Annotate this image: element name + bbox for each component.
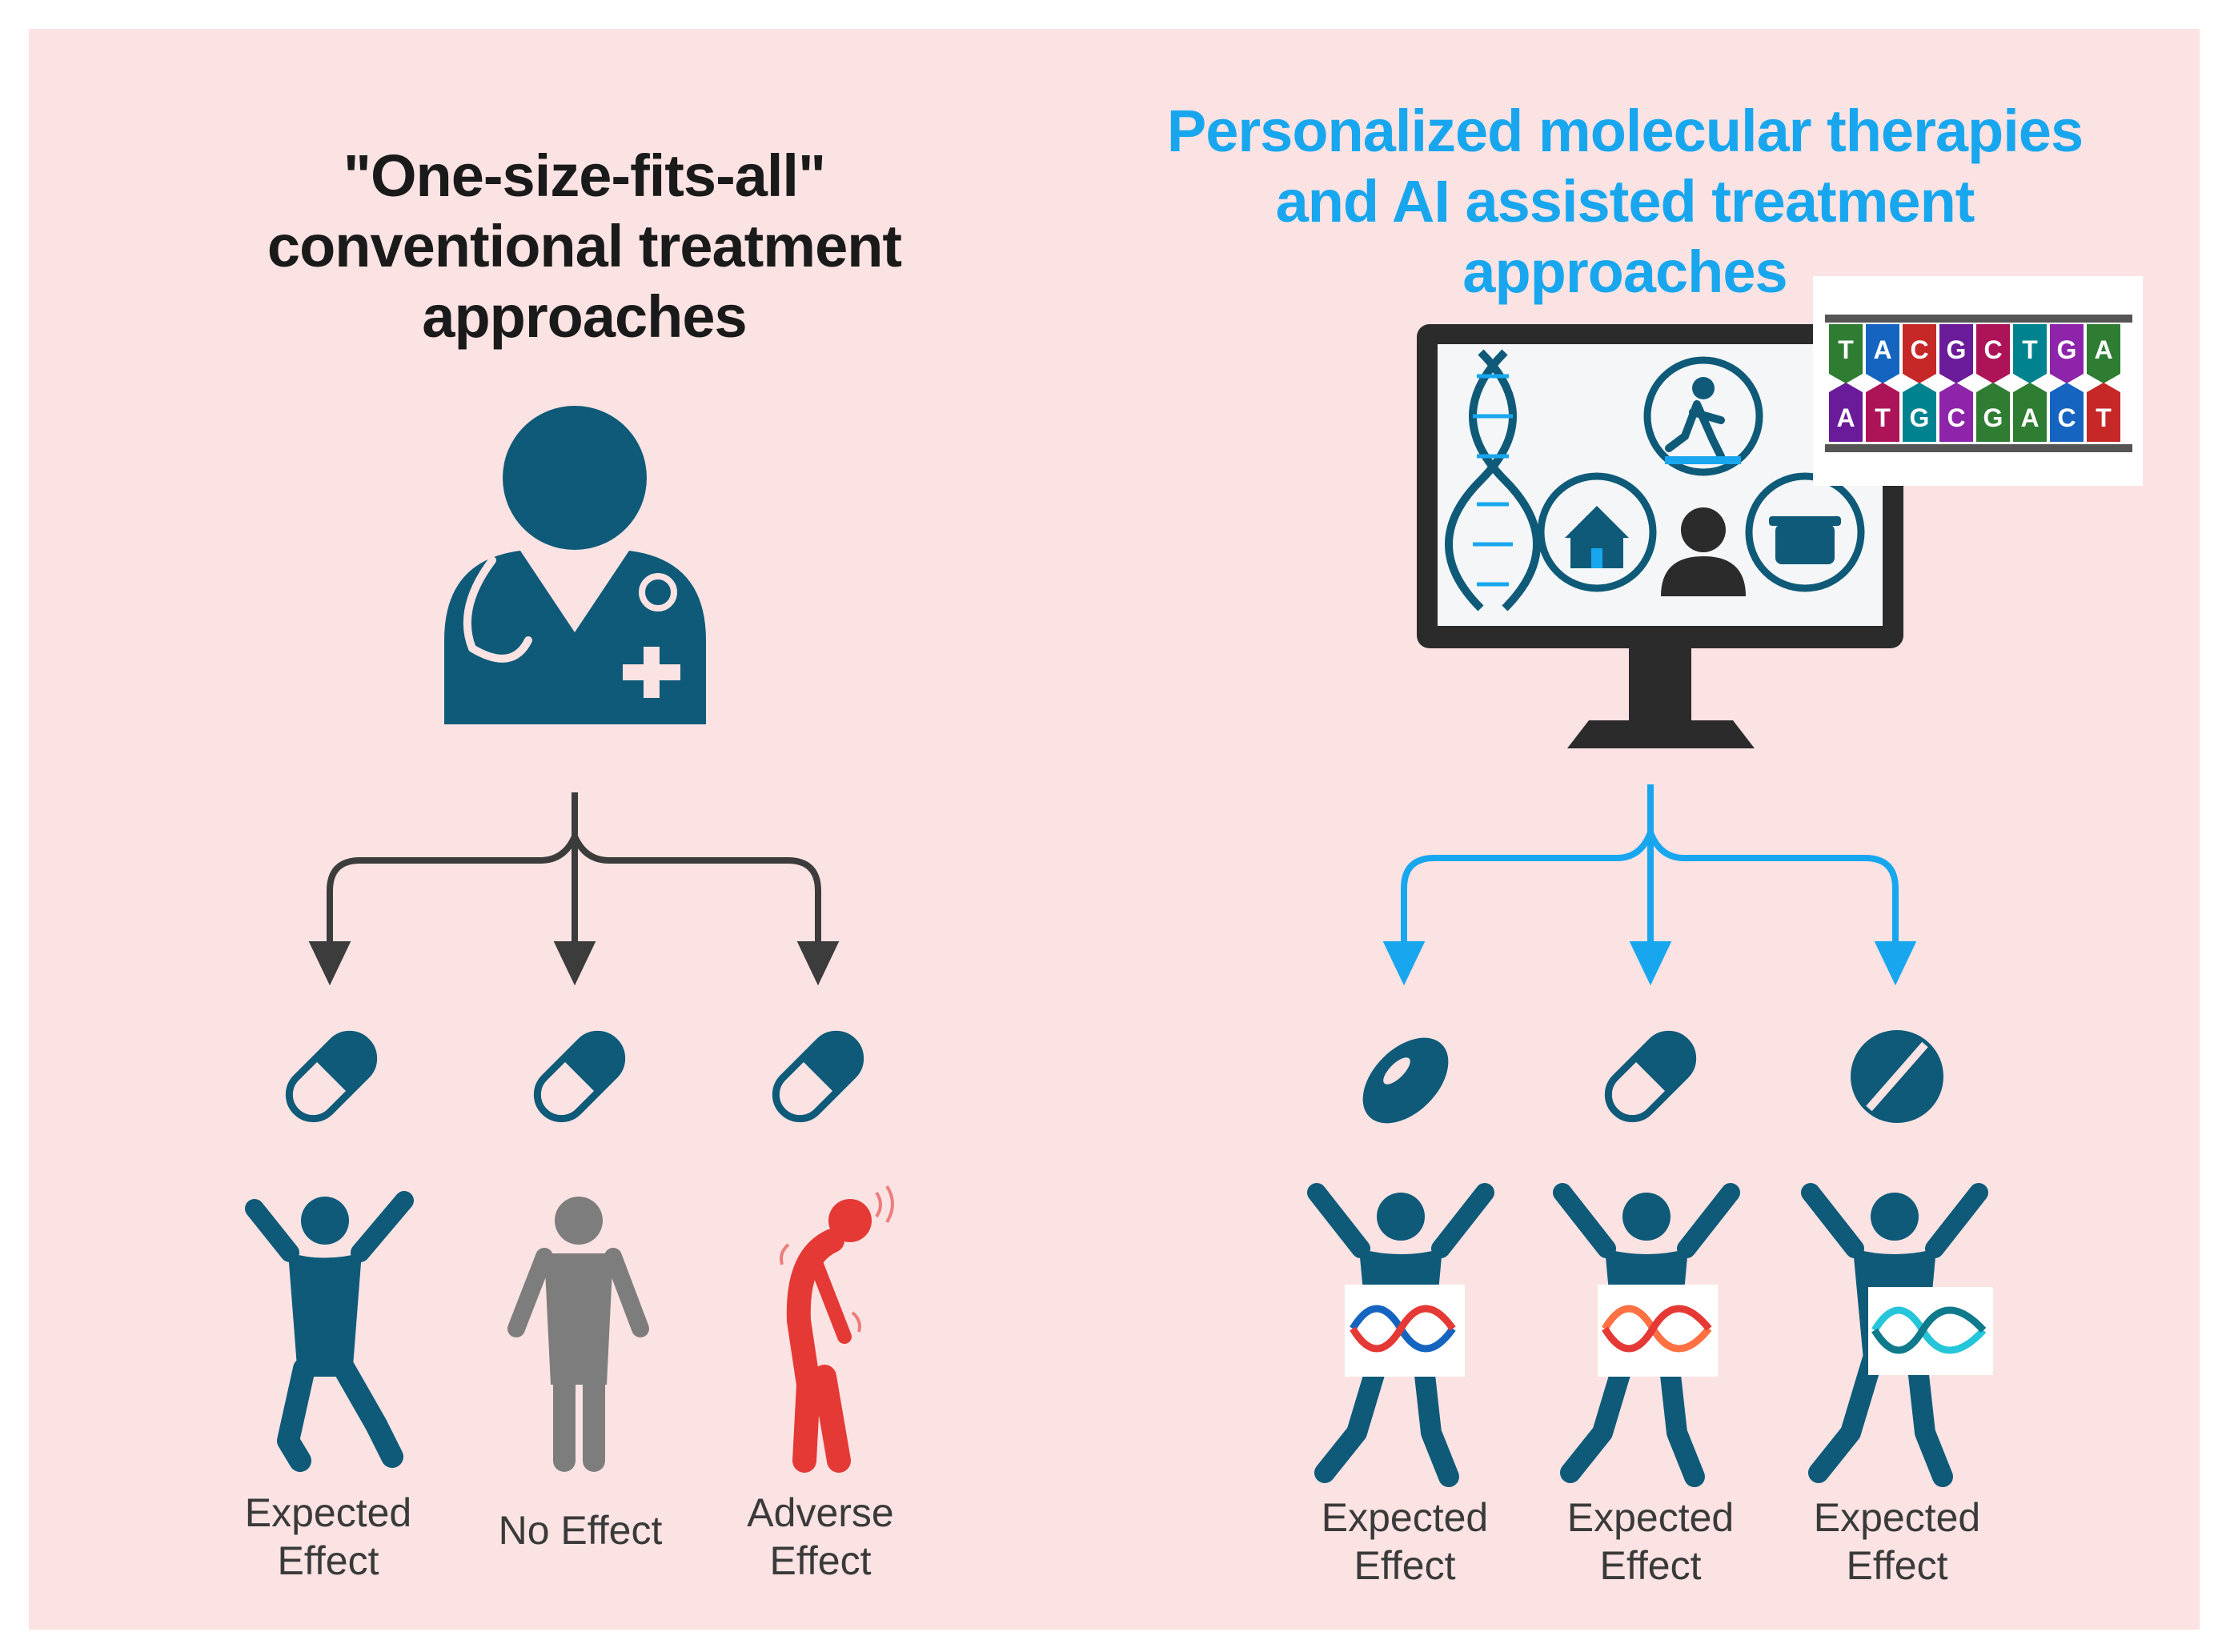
dna-badge-icon xyxy=(1868,1287,1993,1375)
dna-base-letter: T xyxy=(1875,403,1891,432)
dna-base-block xyxy=(2013,383,2047,442)
left-title-line-2: conventional treatment xyxy=(267,213,902,279)
round-tablet-icon xyxy=(1851,1030,1943,1123)
right-outcome-label-3: Expected Effect xyxy=(1801,1494,1993,1590)
monitor-icon xyxy=(1417,324,1903,748)
dna-base-block xyxy=(1866,324,1899,383)
dna-base-letter: T xyxy=(1838,335,1854,364)
dna-base-block xyxy=(1976,383,2010,442)
left-title-line-3: approaches xyxy=(422,283,747,350)
capsule-icon xyxy=(766,1024,870,1129)
dna-base-block xyxy=(1903,383,1936,442)
right-outcome-label-1: Expected Effect xyxy=(1309,1494,1501,1590)
label-line: Expected xyxy=(1321,1495,1489,1540)
dna-base-letter: A xyxy=(2020,403,2039,432)
neutral-person-icon xyxy=(507,1197,649,1472)
left-outcome-label-1: Expected Effect xyxy=(232,1489,424,1585)
right-outcome-label-2: Expected Effect xyxy=(1554,1494,1747,1590)
label-line: Effect xyxy=(277,1538,379,1583)
dna-base-letter: T xyxy=(2096,403,2112,432)
dna-base-block xyxy=(2087,383,2120,442)
dna-base-letter: C xyxy=(1983,335,2002,364)
label-line: No Effect xyxy=(498,1508,663,1553)
happy-person-icon xyxy=(245,1191,414,1472)
right-panel-title: Personalized molecular therapies and AI … xyxy=(1089,96,2161,307)
dna-base-block xyxy=(1866,383,1899,442)
left-outcome-label-2: No Effect xyxy=(480,1506,680,1554)
label-line: Expected xyxy=(1566,1495,1735,1540)
label-line: Effect xyxy=(769,1538,872,1583)
dna-base-letter: C xyxy=(1910,335,1928,364)
oval-pill-icon xyxy=(1362,1037,1449,1124)
left-branch-arrows xyxy=(308,792,840,986)
right-title-line-3: approaches xyxy=(1462,239,1787,305)
dna-base-letter: G xyxy=(2057,335,2077,364)
dna-base-letter: A xyxy=(2094,335,2112,364)
label-line: Effect xyxy=(1599,1543,1702,1588)
dna-base-block xyxy=(1976,324,2010,383)
dna-base-letter: A xyxy=(1836,403,1855,432)
label-line: Expected xyxy=(244,1490,412,1535)
right-title-line-2: and AI assisted treatment xyxy=(1275,168,1975,235)
dna-base-block xyxy=(1939,324,1973,383)
capsule-icon xyxy=(527,1024,632,1129)
dna-base-block xyxy=(1903,324,1936,383)
dna-base-block xyxy=(2013,324,2047,383)
dna-base-letter: A xyxy=(1873,335,1891,364)
dna-base-letter: G xyxy=(1910,403,1930,432)
left-panel-title: "One-size-fits-all" conventional treatme… xyxy=(184,141,985,352)
left-title-line-1: "One-size-fits-all" xyxy=(343,142,826,209)
dna-base-letter: G xyxy=(1947,335,1967,364)
dna-base-letter: C xyxy=(1947,403,1965,432)
dna-base-block xyxy=(1829,383,1863,442)
dna-badge-icon xyxy=(1598,1285,1718,1377)
right-title-line-1: Personalized molecular therapies xyxy=(1166,98,2084,164)
dna-base-block xyxy=(2050,383,2084,442)
label-line: Effect xyxy=(1846,1543,1948,1588)
label-line: Expected xyxy=(1813,1495,1981,1540)
dna-base-block xyxy=(2087,324,2120,383)
right-branch-arrows xyxy=(1382,784,1917,986)
label-line: Effect xyxy=(1354,1543,1456,1588)
sick-person-icon xyxy=(780,1185,894,1473)
pill-highlight xyxy=(1383,1057,1410,1085)
capsule-icon xyxy=(1598,1024,1703,1129)
doctor-icon xyxy=(444,406,706,724)
dna-base-letter: T xyxy=(2022,335,2038,364)
dna-base-block xyxy=(1939,383,1973,442)
dna-base-block xyxy=(1829,324,1863,383)
capsule-icon xyxy=(279,1024,383,1129)
dna-base-block xyxy=(2050,324,2084,383)
dna-base-letter: G xyxy=(1983,403,2003,432)
dna-badge-icon xyxy=(1345,1285,1465,1377)
label-line: Adverse xyxy=(747,1490,894,1535)
left-outcome-label-3: Adverse Effect xyxy=(724,1489,916,1585)
dna-base-letter: C xyxy=(2057,403,2076,432)
